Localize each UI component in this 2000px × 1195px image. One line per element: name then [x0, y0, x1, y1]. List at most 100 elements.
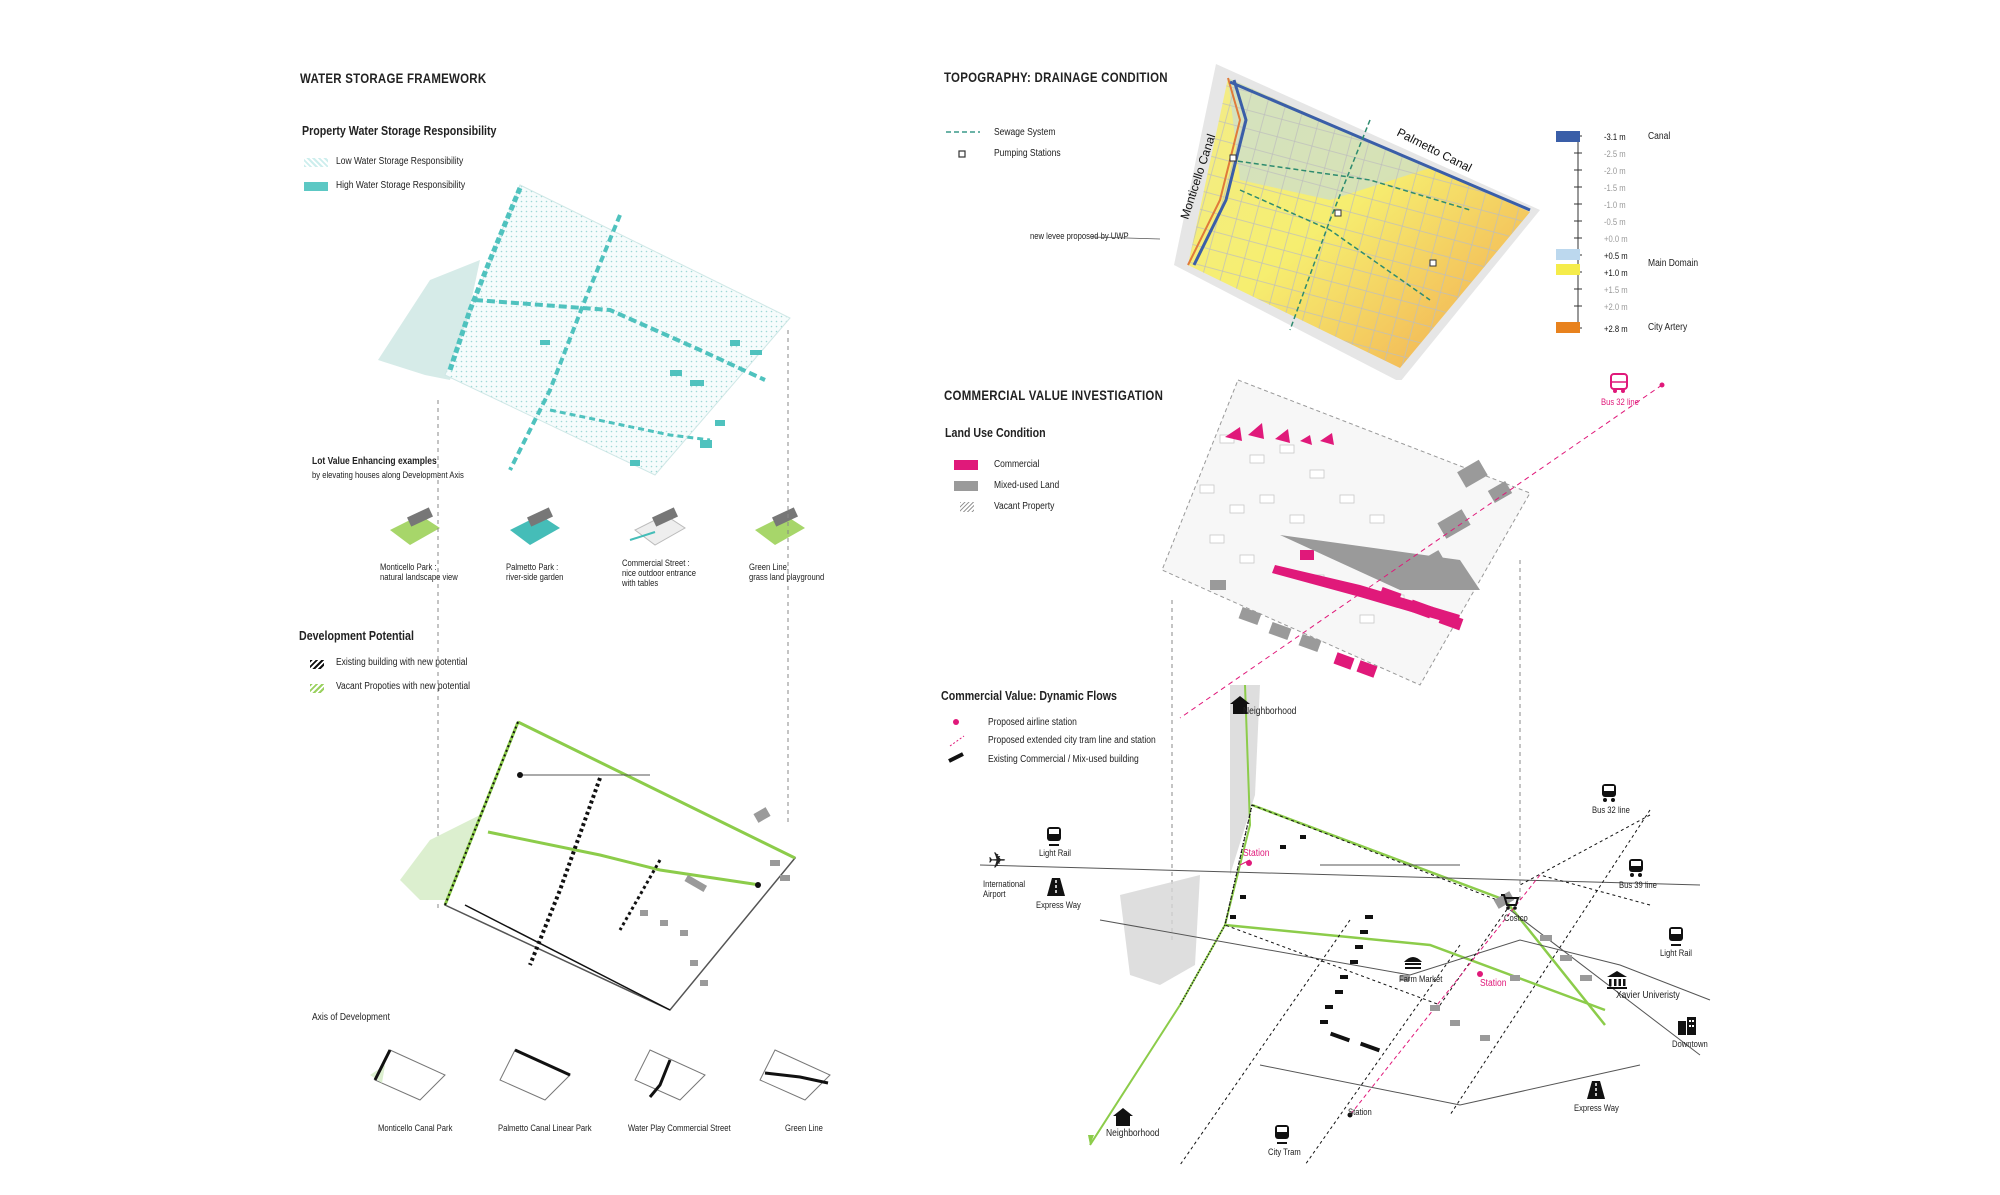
- low-storage-area: [444, 184, 791, 476]
- water-storage-map: [378, 184, 791, 476]
- axis-label-water-play: Water Play Commercial Street: [628, 1123, 731, 1133]
- scale-tick-0: -3.1 m: [1604, 132, 1626, 142]
- scale-tick-9: +1.5 m: [1604, 285, 1628, 295]
- water-storage-title: WATER STORAGE FRAMEWORK: [300, 70, 487, 86]
- development-subtitle: Development Potential: [299, 628, 414, 643]
- vacant-swatch: [960, 502, 974, 512]
- main-domain-swatch-low: [1556, 249, 1580, 260]
- airline-station-icon: [953, 719, 959, 725]
- lot-example-monticello: [390, 507, 440, 545]
- axis-thumb-monticello: [370, 1049, 446, 1101]
- topo-legend-icons: [946, 131, 980, 158]
- axis-label-green-line: Green Line: [785, 1123, 823, 1133]
- lot-example-green-line: [755, 507, 805, 545]
- vacant-label: Vacant Property: [994, 501, 1055, 512]
- mixed-use-label: Mixed-used Land: [994, 480, 1060, 491]
- main-domain-swatch-high: [1556, 264, 1580, 275]
- commercial-title: COMMERCIAL VALUE INVESTIGATION: [944, 387, 1164, 403]
- airplane-icon: ✈: [988, 848, 1007, 873]
- scale-tick-8: +1.0 m: [1604, 268, 1628, 278]
- high-storage-parcels: [447, 187, 766, 471]
- light-rail-right-label: Light Rail: [1660, 948, 1692, 958]
- low-storage-label: Low Water Storage Responsibility: [336, 156, 464, 167]
- farm-market-icon: [1404, 957, 1422, 969]
- existing-building-swatch: [310, 660, 324, 669]
- lot-example-palmetto: [510, 507, 560, 545]
- axis-thumb-palmetto: [499, 1048, 571, 1101]
- downtown-icon: [1678, 1017, 1696, 1035]
- scale-tick-1: -2.5 m: [1604, 149, 1626, 159]
- existing-building-label: Existing building with new potential: [336, 657, 468, 668]
- mixed-use-blocks: [640, 807, 790, 986]
- lot-value-title: Lot Value Enhancing examples: [312, 456, 437, 467]
- canal-category-label: Canal: [1648, 131, 1671, 142]
- mixed-use-swatch: [954, 481, 978, 491]
- lot-example-commercial: [629, 507, 686, 546]
- bus32-icon: [1602, 784, 1616, 802]
- expressway-right-label: Express Way: [1574, 1103, 1619, 1113]
- house-icon-bottom: [1113, 1108, 1133, 1126]
- palmetto-canal-line: [1229, 80, 1531, 212]
- expressway-icon-right: [1587, 1081, 1605, 1099]
- development-map: [400, 720, 797, 1011]
- lot-caption-green-line: Green Line:grass land playground: [749, 562, 825, 582]
- xavier-label: Xavier Univeristy: [1616, 990, 1680, 1001]
- expressway-left-label: Express Way: [1036, 900, 1081, 910]
- main-domain-category-label: Main Domain: [1648, 258, 1699, 269]
- lot-caption-commercial: Commercial Street :nice outdoor entrance…: [622, 558, 697, 588]
- tram-line-label: Proposed extended city tram line and sta…: [988, 735, 1156, 746]
- bus-icon-top: [1610, 373, 1628, 393]
- bus39-label: Bus 39 line: [1619, 880, 1657, 890]
- station-top-label: Station: [1243, 848, 1270, 859]
- lot-caption-monticello: Monticello Park :natural landscape view: [380, 562, 458, 582]
- high-storage-label: High Water Storage Responsibility: [336, 180, 466, 191]
- high-storage-swatch: [304, 182, 328, 191]
- axis-thumb-water-play: [634, 1049, 706, 1101]
- scale-tick-2: -2.0 m: [1604, 166, 1626, 176]
- tram-line-icon: [949, 735, 965, 747]
- station-bottom-label: Station: [1348, 1107, 1372, 1117]
- city-artery-swatch: [1556, 322, 1580, 333]
- pumping-label: Pumping Stations: [994, 148, 1061, 159]
- lot-examples: [390, 507, 805, 546]
- bus32-label: Bus 32 line: [1592, 805, 1630, 815]
- land-use-subtitle: Land Use Condition: [945, 425, 1046, 440]
- scale-tick-3: -1.5 m: [1604, 183, 1626, 193]
- existing-commercial-buildings: [1230, 835, 1381, 1053]
- vacant-property-swatch: [310, 684, 324, 693]
- city-tram-label: City Tram: [1268, 1147, 1301, 1157]
- axis-label-monticello: Monticello Canal Park: [378, 1123, 453, 1133]
- axis-thumb-green-line: [759, 1049, 831, 1101]
- levee-leader-line: [1091, 236, 1161, 240]
- scale-tick-6: +0.0 m: [1604, 234, 1628, 244]
- vacant-property-label: Vacant Propoties with new potential: [336, 681, 471, 692]
- mixed-use-buildings: [1400, 891, 1592, 1041]
- commercial-label: Commercial: [994, 459, 1040, 470]
- station-mid-label: Station: [1480, 978, 1507, 989]
- storage-subtitle: Property Water Storage Responsibility: [302, 123, 497, 138]
- light-rail-icon-right: [1669, 927, 1683, 946]
- levee-annotation: new levee proposed by UWP: [1030, 231, 1129, 241]
- scale-tick-11: +2.8 m: [1604, 324, 1628, 334]
- city-artery-category-label: City Artery: [1648, 322, 1688, 333]
- cart-icon: [1501, 894, 1520, 910]
- pumping-station-icon: [958, 150, 966, 158]
- neighborhood-bottom-label: Neighborhood: [1106, 1128, 1160, 1139]
- light-rail-icon-left: [1047, 827, 1061, 846]
- flows-subtitle: Commercial Value: Dynamic Flows: [941, 688, 1117, 703]
- scale-tick-10: +2.0 m: [1604, 302, 1628, 312]
- university-icon: [1607, 971, 1627, 989]
- canal-swatch: [1556, 131, 1580, 142]
- sewage-label: Sewage System: [994, 127, 1056, 138]
- downtown-label: Downtown: [1672, 1039, 1708, 1049]
- lot-caption-palmetto: Palmetto Park :river-side garden: [506, 562, 564, 582]
- existing-commercial-icon: [948, 752, 964, 763]
- house-icon-top: [1230, 696, 1250, 714]
- light-rail-left-label: Light Rail: [1039, 848, 1071, 858]
- flows-legend-icons: [948, 719, 965, 763]
- neighborhood-top-label: Neighborhood: [1243, 706, 1297, 717]
- existing-commercial-label: Existing Commercial / Mix-used building: [988, 754, 1139, 765]
- mixed-use-parcels: [1210, 459, 1513, 653]
